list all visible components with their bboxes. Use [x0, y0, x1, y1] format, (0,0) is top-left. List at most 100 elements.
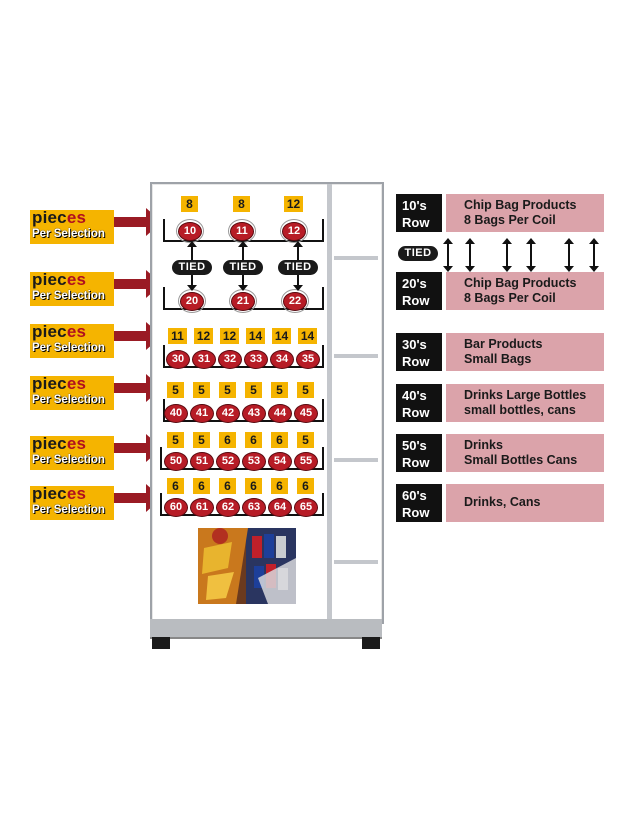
quantity-badge: 6 — [219, 432, 236, 448]
machine-foot — [152, 637, 170, 649]
quantity-badge: 5 — [193, 432, 210, 448]
row-word: Row — [402, 505, 430, 520]
row-word: Row — [402, 354, 430, 369]
selection-number: 41 — [190, 404, 214, 423]
double-arrow-icon — [443, 238, 453, 272]
column-rung — [334, 256, 378, 260]
label-pieces-part1: piec — [32, 270, 67, 289]
row-number: 60's — [402, 488, 427, 503]
quantity-badge: 12 — [194, 328, 213, 344]
quantity-badge: 5 — [245, 382, 262, 398]
row-number: 50's — [402, 438, 427, 453]
description-line2: 8 Bags Per Coil — [464, 291, 556, 305]
label-pieces-part1: piec — [32, 208, 67, 227]
tied-label: TIED — [223, 260, 263, 275]
row-description: Drinks, Cans — [446, 484, 604, 522]
tied-text: TIED — [178, 261, 206, 273]
selection-number: 43 — [242, 404, 266, 423]
row-number: 40's — [402, 388, 427, 403]
machine-divider — [327, 184, 332, 620]
column-rung — [334, 458, 378, 462]
double-arrow-icon — [589, 238, 599, 272]
label-pieces-part2: es — [66, 208, 87, 227]
label-pieces: pieces — [32, 434, 86, 454]
tied-text: TIED — [284, 261, 312, 273]
machine-base — [150, 619, 382, 639]
label-pieces-part2: es — [66, 434, 87, 453]
row-number: 10's — [402, 198, 427, 213]
quantity-badge: 5 — [193, 382, 210, 398]
tied-label: TIED — [278, 260, 318, 275]
selection-number: 45 — [294, 404, 318, 423]
selection-number: 40 — [164, 404, 188, 423]
label-pieces-part2: es — [66, 484, 87, 503]
tied-text: TIED — [404, 247, 432, 259]
label-pieces-part2: es — [66, 374, 87, 393]
selection-number: 32 — [218, 350, 242, 369]
label-per-selection: Per Selection — [32, 394, 105, 406]
description-line2: Small Bottles Cans — [464, 453, 578, 467]
selection-number: 51 — [190, 452, 214, 471]
selection-number: 44 — [268, 404, 292, 423]
selection-number: 52 — [216, 452, 240, 471]
quantity-badge: 14 — [246, 328, 265, 344]
quantity-badge: 5 — [219, 382, 236, 398]
label-per-selection: Per Selection — [32, 504, 105, 516]
description-line2: small bottles, cans — [464, 403, 576, 417]
label-pieces-part1: piec — [32, 322, 67, 341]
double-arrow-icon — [526, 238, 536, 272]
label-pieces-part2: es — [66, 270, 87, 289]
description-line1: Chip Bag Products — [464, 276, 577, 290]
double-arrow-icon — [465, 238, 475, 272]
quantity-badge: 5 — [297, 382, 314, 398]
selection-number: 62 — [216, 498, 240, 517]
quantity-badge: 6 — [245, 432, 262, 448]
machine-foot — [362, 637, 380, 649]
row-number: 30's — [402, 337, 427, 352]
selection-number: 55 — [294, 452, 318, 471]
label-per-selection: Per Selection — [32, 290, 105, 302]
label-box — [30, 210, 114, 244]
quantity-badge: 6 — [271, 478, 288, 494]
label-pieces: pieces — [32, 374, 86, 394]
quantity-badge: 8 — [181, 196, 198, 212]
quantity-badge: 6 — [219, 478, 236, 494]
selection-number: 33 — [244, 350, 268, 369]
quantity-badge: 12 — [284, 196, 303, 212]
label-box — [30, 436, 114, 470]
selection-number: 65 — [294, 498, 318, 517]
selection-number: 10 — [178, 222, 202, 241]
tied-text: TIED — [229, 261, 257, 273]
selection-number: 12 — [282, 222, 306, 241]
selection-number: 31 — [192, 350, 216, 369]
description-line2: 8 Bags Per Coil — [464, 213, 556, 227]
description-line1: Drinks — [464, 438, 503, 452]
label-box — [30, 324, 114, 358]
quantity-badge: 5 — [271, 382, 288, 398]
double-arrow-icon — [564, 238, 574, 272]
selection-number: 30 — [166, 350, 190, 369]
selection-number: 60 — [164, 498, 188, 517]
label-pieces-part2: es — [66, 322, 87, 341]
column-rung — [334, 560, 378, 564]
selection-number: 50 — [164, 452, 188, 471]
selection-number: 61 — [190, 498, 214, 517]
label-per-selection: Per Selection — [32, 454, 105, 466]
quantity-badge: 8 — [233, 196, 250, 212]
description-line1: Bar Products — [464, 337, 543, 351]
selection-number: 11 — [230, 222, 254, 241]
quantity-badge: 12 — [220, 328, 239, 344]
selection-number: 21 — [231, 292, 255, 311]
description-line1: Drinks, Cans — [464, 495, 541, 509]
label-pieces-part1: piec — [32, 374, 67, 393]
quantity-badge: 6 — [271, 432, 288, 448]
shelf-row — [160, 447, 324, 470]
